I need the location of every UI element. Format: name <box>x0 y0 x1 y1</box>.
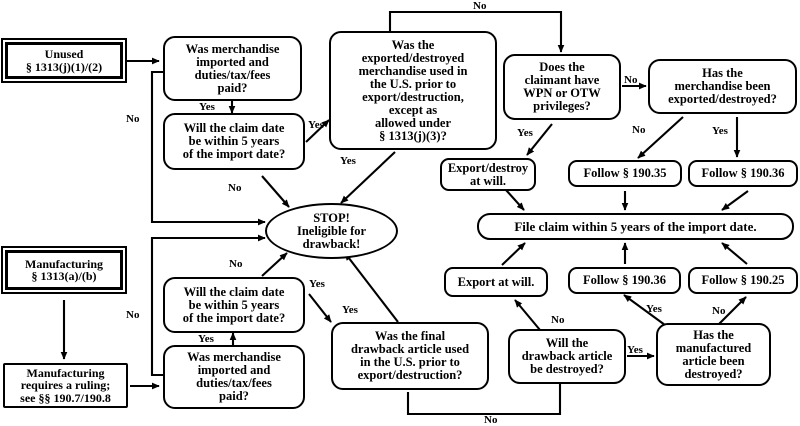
node-stop-ineligible[interactable]: STOP! Ineligible for drawback! <box>265 203 398 259</box>
edge-label-no-final-article: No <box>484 414 498 426</box>
node-will-drawback-article-be-destroyed-label: Will the drawback article be destroyed? <box>521 336 613 376</box>
node-claim-date-1-label: Will the claim date be within 5 years of… <box>182 121 286 161</box>
node-file-claim[interactable]: File claim within 5 years of the import … <box>477 213 794 240</box>
node-manufacturing-requires-ruling[interactable]: Manufacturing requires a ruling; see §§ … <box>3 363 128 408</box>
node-export-at-will-label: Export at will. <box>457 274 535 289</box>
node-final-drawback-article-used[interactable]: Was the final drawback article used in t… <box>331 322 489 390</box>
node-manufactured-article-destroyed[interactable]: Has the manufactured article been destro… <box>656 323 771 386</box>
edge-label-yes-wpn: Yes <box>517 127 533 139</box>
node-final-drawback-article-used-label: Was the final drawback article used in t… <box>350 329 470 382</box>
edge-label-no-imported-2: No <box>126 309 140 321</box>
node-follow-190-35-label: Follow § 190.35 <box>583 166 667 180</box>
node-was-merchandise-imported-2-label: Was merchandise imported and duties/tax/… <box>187 350 281 403</box>
edge-label-no-used-in-us: No <box>473 0 487 12</box>
node-follow-190-36-bottom[interactable]: Follow § 190.36 <box>568 267 681 294</box>
node-file-claim-label: File claim within 5 years of the import … <box>514 218 757 234</box>
edge-label-yes-will-destroy: Yes <box>627 344 643 356</box>
node-export-destroy-at-will[interactable]: Export/destroy at will. <box>440 158 536 191</box>
node-follow-190-36-top-label: Follow § 190.36 <box>701 166 785 180</box>
edge-label-yes-final-article: Yes <box>342 304 358 316</box>
node-manufacturing[interactable]: Manufacturing § 1313(a)/(b) <box>1 246 127 294</box>
node-follow-190-25[interactable]: Follow § 190.25 <box>688 267 798 294</box>
edge-label-yes-mfg-destroyed: Yes <box>646 303 662 315</box>
node-manufactured-article-destroyed-label: Has the manufactured article been destro… <box>675 327 752 381</box>
node-will-drawback-article-be-destroyed[interactable]: Will the drawback article be destroyed? <box>508 329 626 384</box>
node-claim-date-2-label: Will the claim date be within 5 years of… <box>182 284 286 325</box>
node-was-merchandise-imported-2[interactable]: Was merchandise imported and duties/tax/… <box>163 345 305 409</box>
node-manufacturing-requires-ruling-label: Manufacturing requires a ruling; see §§ … <box>20 365 111 405</box>
node-wpn-otw-privileges[interactable]: Does the claimant have WPN or OTW privil… <box>503 54 621 120</box>
edge-label-no-claimdate-2: No <box>229 258 243 270</box>
edge-label-no-wpn: No <box>624 74 638 86</box>
edge-label-yes-claimdate-2: Yes <box>309 278 325 290</box>
node-unused[interactable]: Unused § 1313(j)(1)/(2) <box>1 38 127 83</box>
node-was-merchandise-imported-1-label: Was merchandise imported and duties/tax/… <box>185 41 280 95</box>
node-claim-date-2[interactable]: Will the claim date be within 5 years of… <box>163 277 305 333</box>
edge-label-yes-merch-exported: Yes <box>712 125 728 137</box>
node-manufacturing-label: Manufacturing § 1313(a)/(b) <box>25 256 103 283</box>
node-follow-190-25-label: Follow § 190.25 <box>701 273 785 287</box>
edge-label-yes-imported-1: Yes <box>199 101 215 113</box>
node-wpn-otw-privileges-label: Does the claimant have WPN or OTW privil… <box>523 60 601 113</box>
node-follow-190-36-top[interactable]: Follow § 190.36 <box>688 160 798 187</box>
edge-label-no-imported-1: No <box>126 113 140 125</box>
edge-label-no-mfg-destroyed: No <box>712 305 726 317</box>
edge-label-yes-used-in-us: Yes <box>340 155 356 167</box>
node-used-in-us-label: Was the exported/destroyed merchandise u… <box>358 37 468 143</box>
node-follow-190-36-bottom-label: Follow § 190.36 <box>583 273 666 287</box>
node-used-in-us[interactable]: Was the exported/destroyed merchandise u… <box>329 31 497 150</box>
node-merchandise-exported-label: Has the merchandise been exported/destro… <box>668 66 777 106</box>
edge-label-yes-imported-2: Yes <box>198 333 214 345</box>
edge-label-no-merch-exported: No <box>632 124 646 136</box>
node-export-at-will[interactable]: Export at will. <box>444 267 548 297</box>
node-follow-190-35[interactable]: Follow § 190.35 <box>568 160 682 187</box>
edge-label-yes-claimdate-1: Yes <box>308 119 324 131</box>
node-stop-ineligible-label: STOP! Ineligible for drawback! <box>296 210 367 251</box>
edge-label-no-will-destroy: No <box>551 314 565 326</box>
node-was-merchandise-imported-1[interactable]: Was merchandise imported and duties/tax/… <box>163 36 302 101</box>
edge-label-no-claimdate-1: No <box>228 182 242 194</box>
node-unused-label: Unused § 1313(j)(1)/(2) <box>25 47 103 74</box>
node-merchandise-exported[interactable]: Has the merchandise been exported/destro… <box>648 59 797 114</box>
node-claim-date-1[interactable]: Will the claim date be within 5 years of… <box>163 113 305 170</box>
node-export-destroy-at-will-label: Export/destroy at will. <box>447 160 529 188</box>
